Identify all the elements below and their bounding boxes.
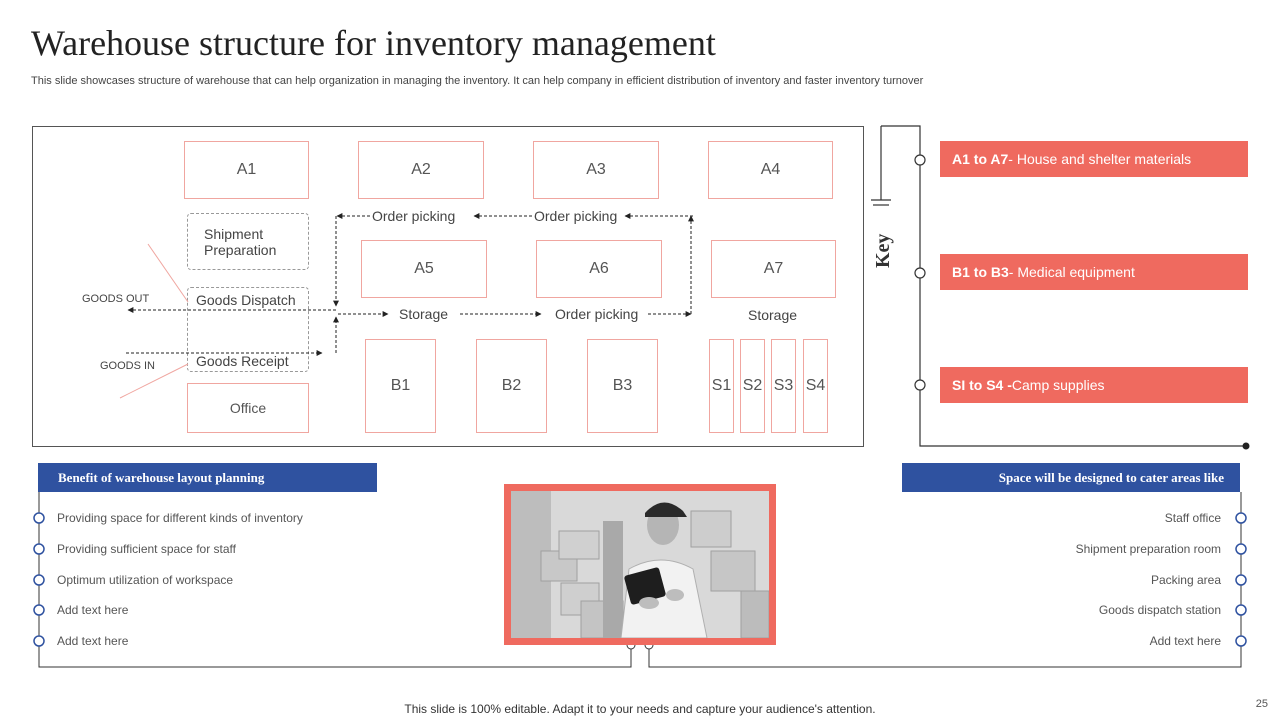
goods-receipt-label: Goods Receipt	[196, 353, 289, 369]
zone-a2: A2	[358, 141, 484, 199]
benefit-item-5: Add text here	[57, 634, 129, 648]
key-item-s: SI to S4 - Camp supplies	[940, 367, 1248, 403]
shipment-preparation-label: Shipment Preparation	[204, 226, 277, 259]
benefit-item-3: Optimum utilization of workspace	[57, 573, 234, 587]
space-item-4: Goods dispatch station	[1098, 603, 1221, 617]
benefit-item-4: Add text here	[57, 603, 129, 617]
storage-label-2: Storage	[748, 307, 798, 323]
zone-b2: B2	[476, 339, 547, 433]
key-item-s-code: SI to S4 -	[952, 377, 1012, 393]
dispatch-receipt-area	[187, 287, 309, 372]
space-item-5: Add text here	[1149, 634, 1221, 648]
goods-out-label: GOODS OUT	[82, 293, 150, 305]
key-item-s-desc: Camp supplies	[1011, 377, 1105, 393]
goods-in-label: GOODS IN	[100, 360, 156, 372]
zone-a4: A4	[708, 141, 833, 199]
space-item-1: Staff office	[1164, 511, 1221, 525]
zone-s4: S4	[803, 339, 828, 433]
order-picking-label-2: Order picking	[532, 208, 620, 225]
zone-b1: B1	[365, 339, 436, 433]
key-item-a: A1 to A7 - House and shelter materials	[940, 141, 1248, 177]
warehouse-layout-frame	[32, 126, 864, 447]
key-item-b-desc: - Medical equipment	[1008, 264, 1135, 280]
benefit-item-2: Providing sufficient space for staff	[57, 542, 236, 556]
zone-s1: S1	[709, 339, 734, 433]
shipment-preparation-area	[187, 213, 309, 270]
zone-a6: A6	[536, 240, 662, 298]
key-item-a-desc: - House and shelter materials	[1008, 151, 1192, 167]
zone-b3: B3	[587, 339, 658, 433]
key-item-b-code: B1 to B3	[952, 264, 1009, 280]
slide-subtitle: This slide showcases structure of wareho…	[31, 75, 924, 87]
warehouse-worker-image	[511, 491, 769, 638]
worker-photo	[511, 491, 769, 638]
space-item-3: Packing area	[1150, 573, 1221, 587]
worker-photo-frame	[504, 484, 776, 645]
page-number: 25	[1255, 698, 1268, 710]
zone-a5: A5	[361, 240, 487, 298]
office-area: Office	[187, 383, 309, 433]
order-picking-label-1: Order picking	[370, 208, 458, 225]
benefits-heading: Benefit of warehouse layout planning	[38, 463, 377, 492]
storage-label-1: Storage	[397, 306, 451, 323]
slide-title: Warehouse structure for inventory manage…	[31, 23, 716, 63]
footer-note: This slide is 100% editable. Adapt it to…	[404, 702, 876, 716]
zone-s2: S2	[740, 339, 765, 433]
zone-s3: S3	[771, 339, 796, 433]
key-item-a-code: A1 to A7	[952, 151, 1009, 167]
benefit-item-1: Providing space for different kinds of i…	[57, 511, 303, 525]
key-label: Key	[872, 233, 894, 268]
zone-a1: A1	[184, 141, 309, 199]
space-item-2: Shipment preparation room	[1075, 542, 1221, 556]
goods-dispatch-label: Goods Dispatch	[196, 292, 296, 308]
zone-a7: A7	[711, 240, 836, 298]
order-picking-label-3: Order picking	[553, 306, 641, 323]
spaces-heading: Space will be designed to cater areas li…	[902, 463, 1240, 492]
key-item-b: B1 to B3 - Medical equipment	[940, 254, 1248, 290]
zone-a3: A3	[533, 141, 659, 199]
